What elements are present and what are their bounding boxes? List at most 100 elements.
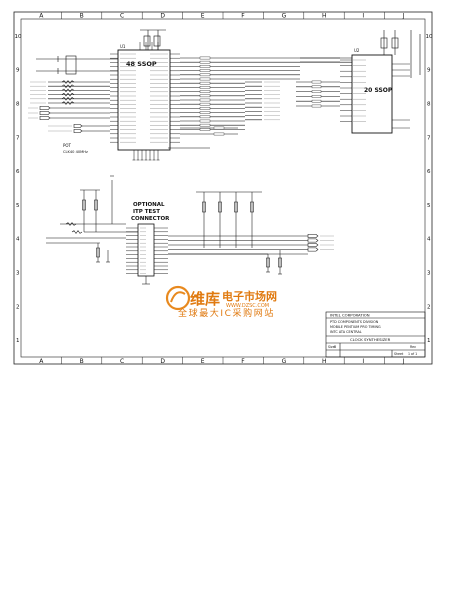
series-resistor	[199, 98, 211, 102]
series-resistor	[199, 115, 211, 119]
chip-u1-left-pins	[110, 53, 136, 143]
series-resistor	[199, 90, 211, 93]
row-marker-left: 3	[16, 271, 20, 277]
row-marker-right: 4	[427, 237, 431, 243]
row-marker-right: 1	[427, 338, 431, 344]
lower-nets	[46, 175, 334, 285]
lower-resistor	[71, 230, 83, 234]
title-rev-label: Rev	[410, 345, 416, 349]
series-resistor	[311, 104, 322, 108]
watermark-brand-cn: 维库	[190, 290, 220, 308]
pullup-resistor	[82, 199, 86, 211]
series-resistor	[199, 111, 211, 114]
series-resistor	[213, 126, 225, 130]
chip-u1: 48 SSOP U1	[110, 42, 180, 161]
input-resistor	[61, 96, 75, 101]
off-page-connector-icon	[307, 234, 319, 238]
row-marker-right: 6	[427, 169, 431, 175]
column-marker-bottom: D	[160, 358, 165, 365]
column-marker-top: A	[39, 13, 44, 20]
title-division-3: INTC ATA CENTRAL	[330, 330, 362, 334]
itp-connector-pins	[126, 227, 168, 274]
series-resistor	[199, 102, 211, 106]
column-marker-bottom: J	[402, 358, 405, 365]
lower-resistor	[65, 222, 77, 226]
crystal-area	[36, 55, 118, 75]
left-input-nets	[28, 80, 110, 133]
column-marker-top: F	[241, 13, 245, 20]
series-resistor	[199, 123, 211, 127]
row-marker-left: 9	[16, 68, 20, 74]
series-resistor	[213, 132, 225, 136]
chip-u2-name: 20 SSOP	[364, 87, 393, 94]
watermark: 维库 电子市场网 WWW.DZSC.COM 全球最大IC采购网站	[165, 285, 277, 319]
column-marker-top: B	[80, 13, 84, 20]
series-resistor	[199, 60, 211, 64]
column-marker-bottom: B	[80, 358, 84, 365]
watermark-brand-cn2: 电子市场网	[222, 289, 277, 303]
row-marker-left: 1	[16, 338, 20, 344]
chip-u2: 20 SSOP U2	[340, 48, 410, 134]
row-marker-left: 6	[16, 169, 20, 175]
series-resistor	[199, 81, 211, 85]
conn-label-3: CONNECTOR	[131, 216, 170, 222]
title-sheet-label: Sheet	[394, 352, 404, 356]
title-division-2: MOBILE PENTIUM PRO TIMING	[330, 325, 381, 329]
pullup-resistor	[218, 201, 222, 213]
input-resistor	[61, 101, 75, 105]
series-resistor	[311, 90, 322, 93]
series-resistor	[199, 86, 211, 89]
title-sheet-value: 1 of 1	[408, 352, 417, 356]
conn-label-2: ITP TEST	[133, 209, 160, 215]
title-size-value: B	[334, 345, 336, 349]
series-resistor	[311, 99, 322, 103]
off-page-connector-icon	[307, 247, 319, 252]
off-page-connector-icon	[307, 238, 319, 243]
off-page-connector-icon	[73, 124, 83, 128]
column-marker-top: E	[201, 13, 205, 20]
row-marker-right: 5	[427, 203, 431, 209]
column-marker-bottom: A	[39, 358, 44, 365]
column-marker-bottom: G	[282, 358, 287, 365]
row-marker-left: 7	[16, 135, 20, 141]
title-company: INTEL CORPORATION	[330, 313, 370, 318]
off-page-connector-icon	[39, 106, 51, 110]
column-marker-top: J	[402, 13, 405, 20]
series-resistor	[199, 56, 211, 60]
column-marker-top: H	[322, 13, 327, 20]
series-resistor	[311, 95, 322, 98]
column-marker-bottom: H	[322, 358, 327, 365]
pullup-resistor	[250, 201, 254, 213]
chip-u1-name: 48 SSOP	[126, 60, 157, 68]
series-resistor	[199, 94, 211, 98]
title-size-label: Size	[328, 345, 335, 349]
title-division-1: PTD COMPONENTS DIVISION	[330, 320, 379, 324]
clock-label: CLK40 40MHz	[63, 150, 88, 154]
column-marker-bottom: C	[120, 358, 124, 365]
off-page-connector-icon	[39, 111, 51, 115]
row-marker-left: 8	[16, 102, 20, 108]
series-resistor	[311, 85, 322, 89]
row-marker-right: 7	[427, 135, 431, 141]
column-marker-bottom: I	[362, 358, 364, 365]
series-resistor	[199, 65, 211, 68]
title-doc: CLOCK SYNTHESIZER	[350, 337, 391, 342]
conn-label-1: OPTIONAL	[133, 202, 165, 208]
series-resistor	[199, 119, 211, 123]
column-marker-top: I	[362, 13, 364, 20]
title-block	[325, 311, 426, 358]
off-page-connector-icon	[39, 116, 51, 120]
column-marker-top: C	[120, 13, 124, 20]
column-marker-top: D	[160, 13, 165, 20]
chip-u2-ref: U2	[354, 48, 360, 53]
series-resistor	[199, 69, 211, 72]
itp-connector: OPTIONAL ITP TEST CONNECTOR	[126, 202, 170, 277]
clock-bus-lines	[168, 56, 352, 149]
chip-u1-bottom-pins	[132, 150, 160, 161]
